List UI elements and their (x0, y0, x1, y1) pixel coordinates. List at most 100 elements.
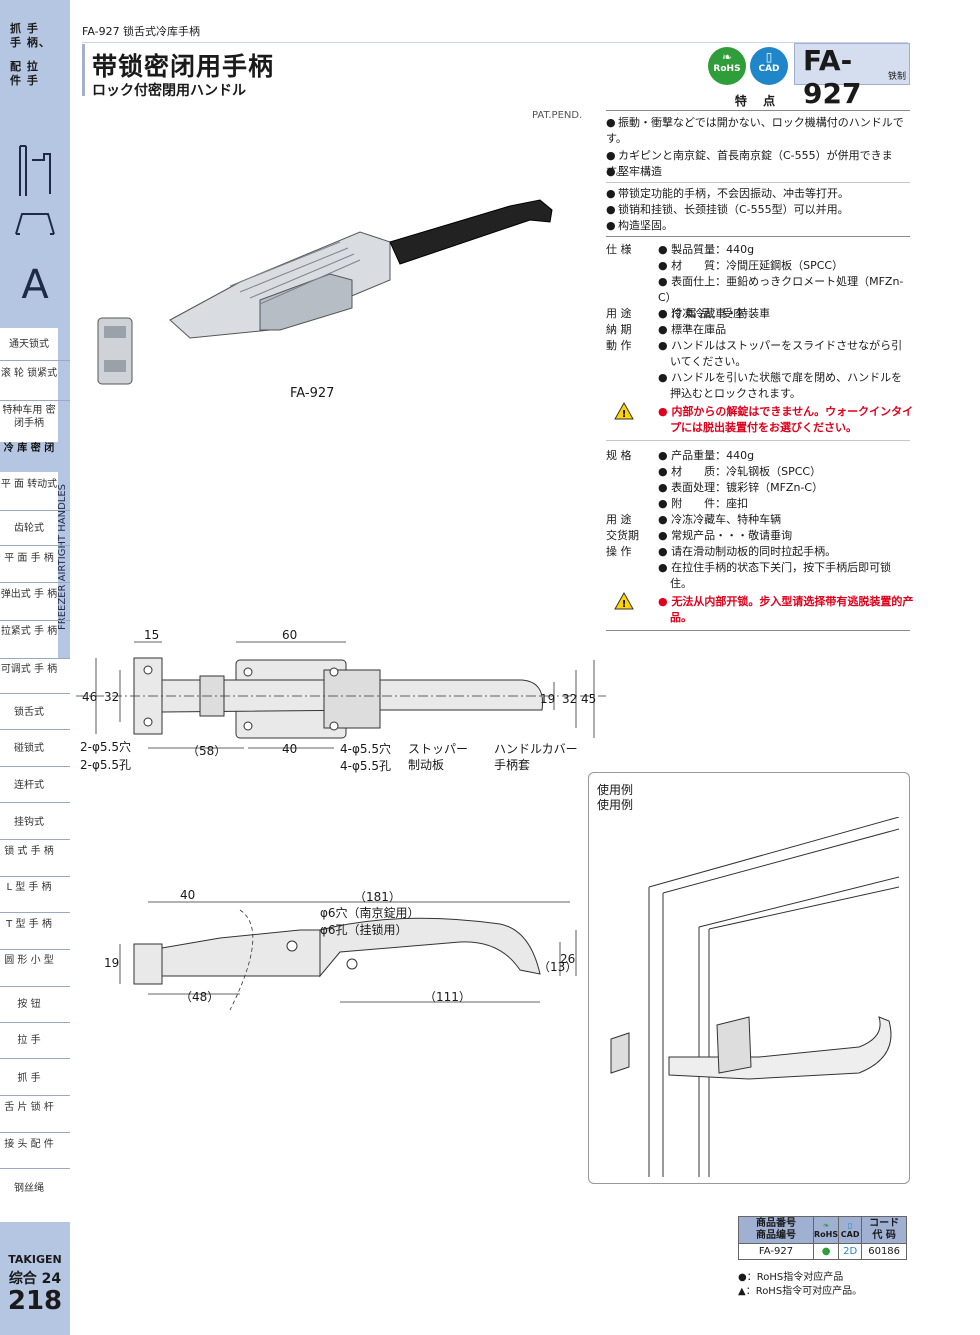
sidebar-divider (0, 658, 70, 659)
catalog-name: 综合 24 (8, 1271, 62, 1287)
feature-zh-2: ●构造坚固。 (606, 219, 673, 232)
sidebar-item-1[interactable]: 滚 轮 锁紧式 (0, 368, 58, 379)
table-header-code2: コード代 码 (861, 1216, 908, 1244)
sidebar-item-23[interactable]: 钢丝绳 (14, 1183, 44, 1194)
cover-label-zh: 手柄套 (494, 758, 531, 772)
spec-label: 仕 様 (606, 243, 632, 256)
usage-example-box: 使用例 使用例 (588, 772, 910, 1184)
technical-drawing-side (119, 901, 577, 1011)
sidebar-item-21[interactable]: 舌 片 锁 杆 (4, 1102, 54, 1113)
sidebar-item-3[interactable]: 冷 库 密 闭 (0, 442, 58, 472)
patent-note: PAT.PEND. (532, 110, 583, 121)
page-number: 218 (7, 1286, 63, 1316)
sidebar-item-18[interactable]: 按 钮 (17, 999, 41, 1010)
sidebar-item-7[interactable]: 弹出式 手 柄 (0, 589, 58, 600)
usage-title-zh: 使用例 (597, 798, 634, 812)
sidebar-item-17[interactable]: 圆 形 小 型 (4, 955, 54, 966)
specs-divider (606, 440, 910, 441)
sidebar-section-letter: A (21, 262, 49, 308)
sidebar-divider (0, 949, 70, 950)
sidebar-item-19[interactable]: 拉 手 (17, 1035, 41, 1046)
spec-line: ● 附 件：座扣 (658, 497, 749, 510)
usage-title-jp: 使用例 (597, 783, 634, 797)
sidebar-category-panel (0, 0, 70, 328)
specs-divider (606, 630, 910, 631)
body-side-outline (161, 929, 321, 977)
sidebar-divider (0, 1132, 70, 1133)
sidebar-item-4[interactable]: 平 面 转动式 (0, 479, 58, 490)
stopper-label-zh: 制动板 (408, 758, 445, 772)
spec-line: ● 付 属 品：受座 (658, 307, 745, 320)
sidebar-divider (0, 1095, 70, 1096)
sidebar-section-strip (58, 328, 70, 658)
sidebar-item-9[interactable]: 可调式 手 柄 (0, 664, 58, 675)
handle-side-outline (319, 917, 541, 978)
sidebar-item-0[interactable]: 通天锁式 (9, 339, 49, 350)
title-accent-bar (82, 44, 85, 96)
sidebar-item-20[interactable]: 抓 手 (17, 1073, 41, 1084)
sidebar-divider (0, 912, 70, 913)
sidebar-divider (0, 766, 70, 767)
sidebar-item-22[interactable]: 接 头 配 件 (4, 1139, 54, 1150)
sidebar-item-11[interactable]: 碰锁式 (14, 743, 44, 754)
sidebar-item-6[interactable]: 平 面 手 柄 (4, 553, 54, 564)
sidebar-item-12[interactable]: 连杆式 (14, 780, 44, 791)
dim-111: （111） (424, 990, 471, 1004)
dim-19b: 19 (104, 956, 120, 970)
feature-jp-0: ●振動・衝撃などでは開かない、ロック機構付のハンドルです。 (606, 116, 904, 145)
feature-jp-1: ●カギピンと南京錠、首長南京錠（C-555）が併用できます。 (606, 149, 893, 178)
dim-46: 46 (82, 690, 98, 704)
spec-line: ● 材 質：冷間圧延鋼板（SPCC） (658, 259, 844, 272)
handle-front-icon (15, 213, 55, 235)
table-cell-code: FA-927 (738, 1243, 814, 1260)
table-cell-number: 60186 (861, 1243, 908, 1260)
spec-line: ● 製品質量：440g (658, 243, 755, 256)
sidebar-item-2[interactable]: 特种车用 密闭手柄 (2, 405, 56, 429)
handle-side-icon (19, 145, 51, 196)
sidebar-category-line-2: 手 柄、 (10, 36, 51, 49)
sidebar-divider (0, 729, 70, 730)
dim-58: （58） (187, 744, 227, 758)
dim-26: 26 (560, 952, 576, 966)
product-table: 商品番号商品编号 ❧RoHS ▯CAD コード代 码 FA-927 ● 2D 6… (738, 1216, 908, 1260)
sidebar-divider (0, 693, 70, 694)
receiver-side-outline (133, 943, 163, 985)
hole-note-4-jp: 4-φ5.5穴 (340, 742, 391, 756)
sidebar-item-16[interactable]: T 型 手 柄 (6, 919, 52, 930)
features-title: 特 点 (734, 94, 782, 108)
svg-text:!: ! (622, 599, 627, 610)
feature-zh-1: ●锁销和挂锁、长颈挂锁（C-555型）可以并用。 (606, 203, 849, 216)
warning-icon: ! (614, 592, 634, 610)
sidebar-item-13[interactable]: 挂钩式 (14, 817, 44, 828)
sidebar-category-line-1: 抓 手 (10, 22, 39, 35)
sidebar: 抓 手 手 柄、 配 拉 件 手 A FREEZER AIRTIGHT HAND… (0, 0, 70, 1335)
table-header-rohs: ❧RoHS (812, 1216, 840, 1244)
header-divider (82, 42, 908, 43)
sidebar-item-8[interactable]: 拉紧式 手 柄 (0, 626, 58, 637)
sidebar-item-5[interactable]: 齿轮式 (14, 523, 44, 534)
handle-grip (389, 199, 553, 265)
sidebar-item-10[interactable]: 锁舌式 (14, 707, 44, 718)
hole-note-4-zh: 4-φ5.5孔 (340, 759, 391, 773)
dim-40: 40 (282, 742, 298, 756)
page-title: 带锁密闭用手柄 (92, 52, 275, 81)
dim-48: （48） (180, 990, 220, 1004)
sidebar-item-15[interactable]: L 型 手 柄 (6, 882, 52, 893)
sidebar-vertical-label: FREEZER AIRTIGHT HANDLES (57, 483, 68, 630)
spec-line: ● 材 质：冷轧钢板（SPCC） (658, 465, 822, 478)
page-subtitle: ロック付密閉用ハンドル (92, 83, 246, 99)
spec-line: ● 表面处理：镀彩锌（MFZn-C） (658, 481, 824, 494)
sidebar-category-line-3: 配 拉 (10, 60, 39, 73)
cover-label-jp: ハンドルカバー (494, 742, 578, 756)
sidebar-item-14[interactable]: 锁 式 手 柄 (4, 846, 54, 857)
table-header-code: 商品番号商品编号 (738, 1216, 814, 1244)
hole-note-2-zh: 2-φ5.5孔 (80, 758, 131, 772)
photo-caption: FA-927 (290, 386, 335, 401)
spec-zh: 规 格 ● 产品重量：440g ● 材 质：冷轧钢板（SPCC） ● 表面处理：… (606, 448, 910, 518)
model-material: 铁制 (887, 72, 906, 82)
feature-zh-0: ●带锁定功能的手柄，不会因振动、冲击等打开。 (606, 187, 849, 200)
sidebar-divider (0, 1058, 70, 1059)
table-header-cad: ▯CAD (838, 1216, 863, 1244)
padlock-hole-zh: φ6孔（挂锁用） (320, 923, 408, 937)
sidebar-divider (0, 510, 70, 511)
